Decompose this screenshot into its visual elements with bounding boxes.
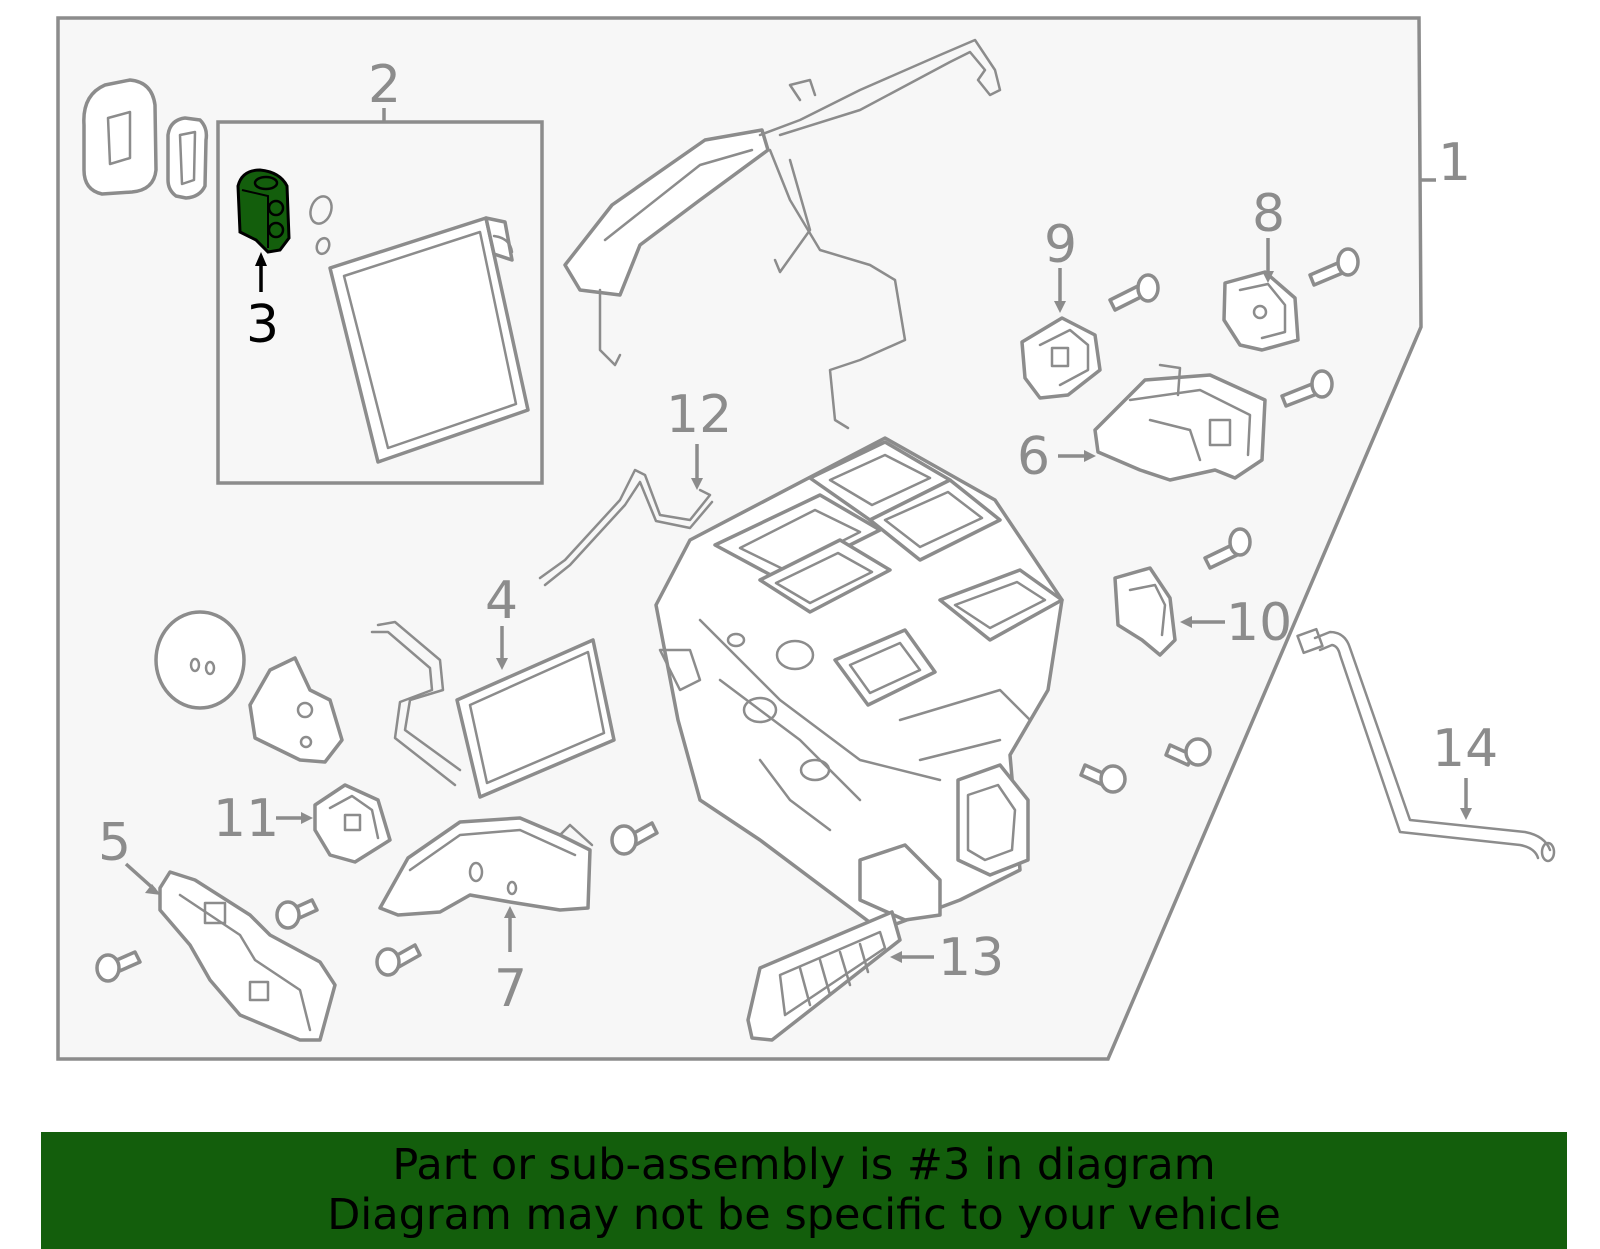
callout-3: 3 — [246, 295, 279, 355]
screw-d — [1203, 527, 1252, 570]
callout-4-arrowhead — [496, 658, 508, 670]
callout-10-arrowhead — [1180, 616, 1192, 628]
blend-door-housing-6 — [1093, 363, 1267, 482]
expansion-valve-part-3 — [236, 168, 291, 254]
screw-e — [1164, 737, 1212, 767]
callout-10: 10 — [1226, 593, 1292, 653]
o-ring-upper — [309, 195, 333, 225]
callout-2: 2 — [368, 55, 401, 115]
screw-f — [1079, 763, 1127, 794]
hvac-case — [654, 436, 1064, 932]
callout-11: 11 — [213, 789, 279, 849]
cabin-filter-13 — [746, 910, 902, 1042]
callout-5-arrowhead — [145, 884, 161, 895]
banner-line-1: Part or sub-assembly is #3 in diagram — [392, 1140, 1216, 1190]
banner-line-2: Diagram may not be specific to your vehi… — [327, 1190, 1281, 1240]
actuator-9 — [1020, 316, 1102, 400]
callout-13-arrowhead — [890, 951, 902, 963]
screw-h — [275, 898, 319, 930]
screw-b — [1308, 247, 1360, 287]
callout-14-arrowhead — [1460, 808, 1472, 820]
seal-gasket-large — [82, 78, 158, 196]
callout-11-arrowhead — [301, 812, 313, 824]
actuator-11 — [313, 783, 392, 864]
callout-7: 7 — [494, 959, 527, 1019]
callout-3-arrowhead — [255, 252, 267, 266]
callout-6-arrowhead — [1084, 450, 1096, 462]
callout-9-arrowhead — [1054, 301, 1066, 313]
actuator-8 — [1222, 270, 1300, 352]
screw-i — [95, 950, 142, 983]
callout-4: 4 — [485, 571, 518, 631]
screw-j — [375, 943, 422, 977]
callout-6: 6 — [1017, 427, 1050, 487]
wiring-harness — [563, 38, 1002, 430]
drain-hose-14 — [1296, 627, 1556, 863]
callout-14: 14 — [1432, 719, 1498, 779]
seal-gasket-small — [166, 116, 209, 200]
duct-5 — [158, 870, 337, 1042]
callout-1: 1 — [1438, 133, 1471, 193]
heater-core-4 — [370, 620, 616, 799]
info-banner: Part or sub-assembly is #3 in diagram Di… — [41, 1132, 1567, 1249]
subassembly-2-box — [216, 120, 544, 485]
evaporator-core — [328, 216, 530, 464]
callout-12: 12 — [666, 385, 732, 445]
callout-7-arrowhead — [504, 906, 516, 918]
callout-5: 5 — [98, 813, 131, 873]
callout-5-leader — [124, 862, 157, 892]
actuator-10 — [1113, 566, 1177, 657]
screw-g — [610, 821, 659, 856]
screw-a — [1108, 273, 1160, 312]
duct-7 — [378, 816, 594, 917]
blower-cover — [248, 656, 344, 764]
screw-c — [1280, 369, 1334, 408]
callout-8-arrowhead — [1262, 271, 1274, 283]
callout-8: 8 — [1252, 184, 1285, 244]
drain-line-12 — [538, 468, 714, 587]
parts-diagram: 1 2 3 4 5 6 7 8 9 10 11 12 13 14 — [56, 16, 1556, 1061]
callout-12-arrowhead — [691, 478, 703, 490]
blower-wheel — [154, 610, 246, 710]
o-ring-lower — [315, 236, 331, 256]
callout-9: 9 — [1044, 215, 1077, 275]
callout-13: 13 — [938, 928, 1004, 988]
